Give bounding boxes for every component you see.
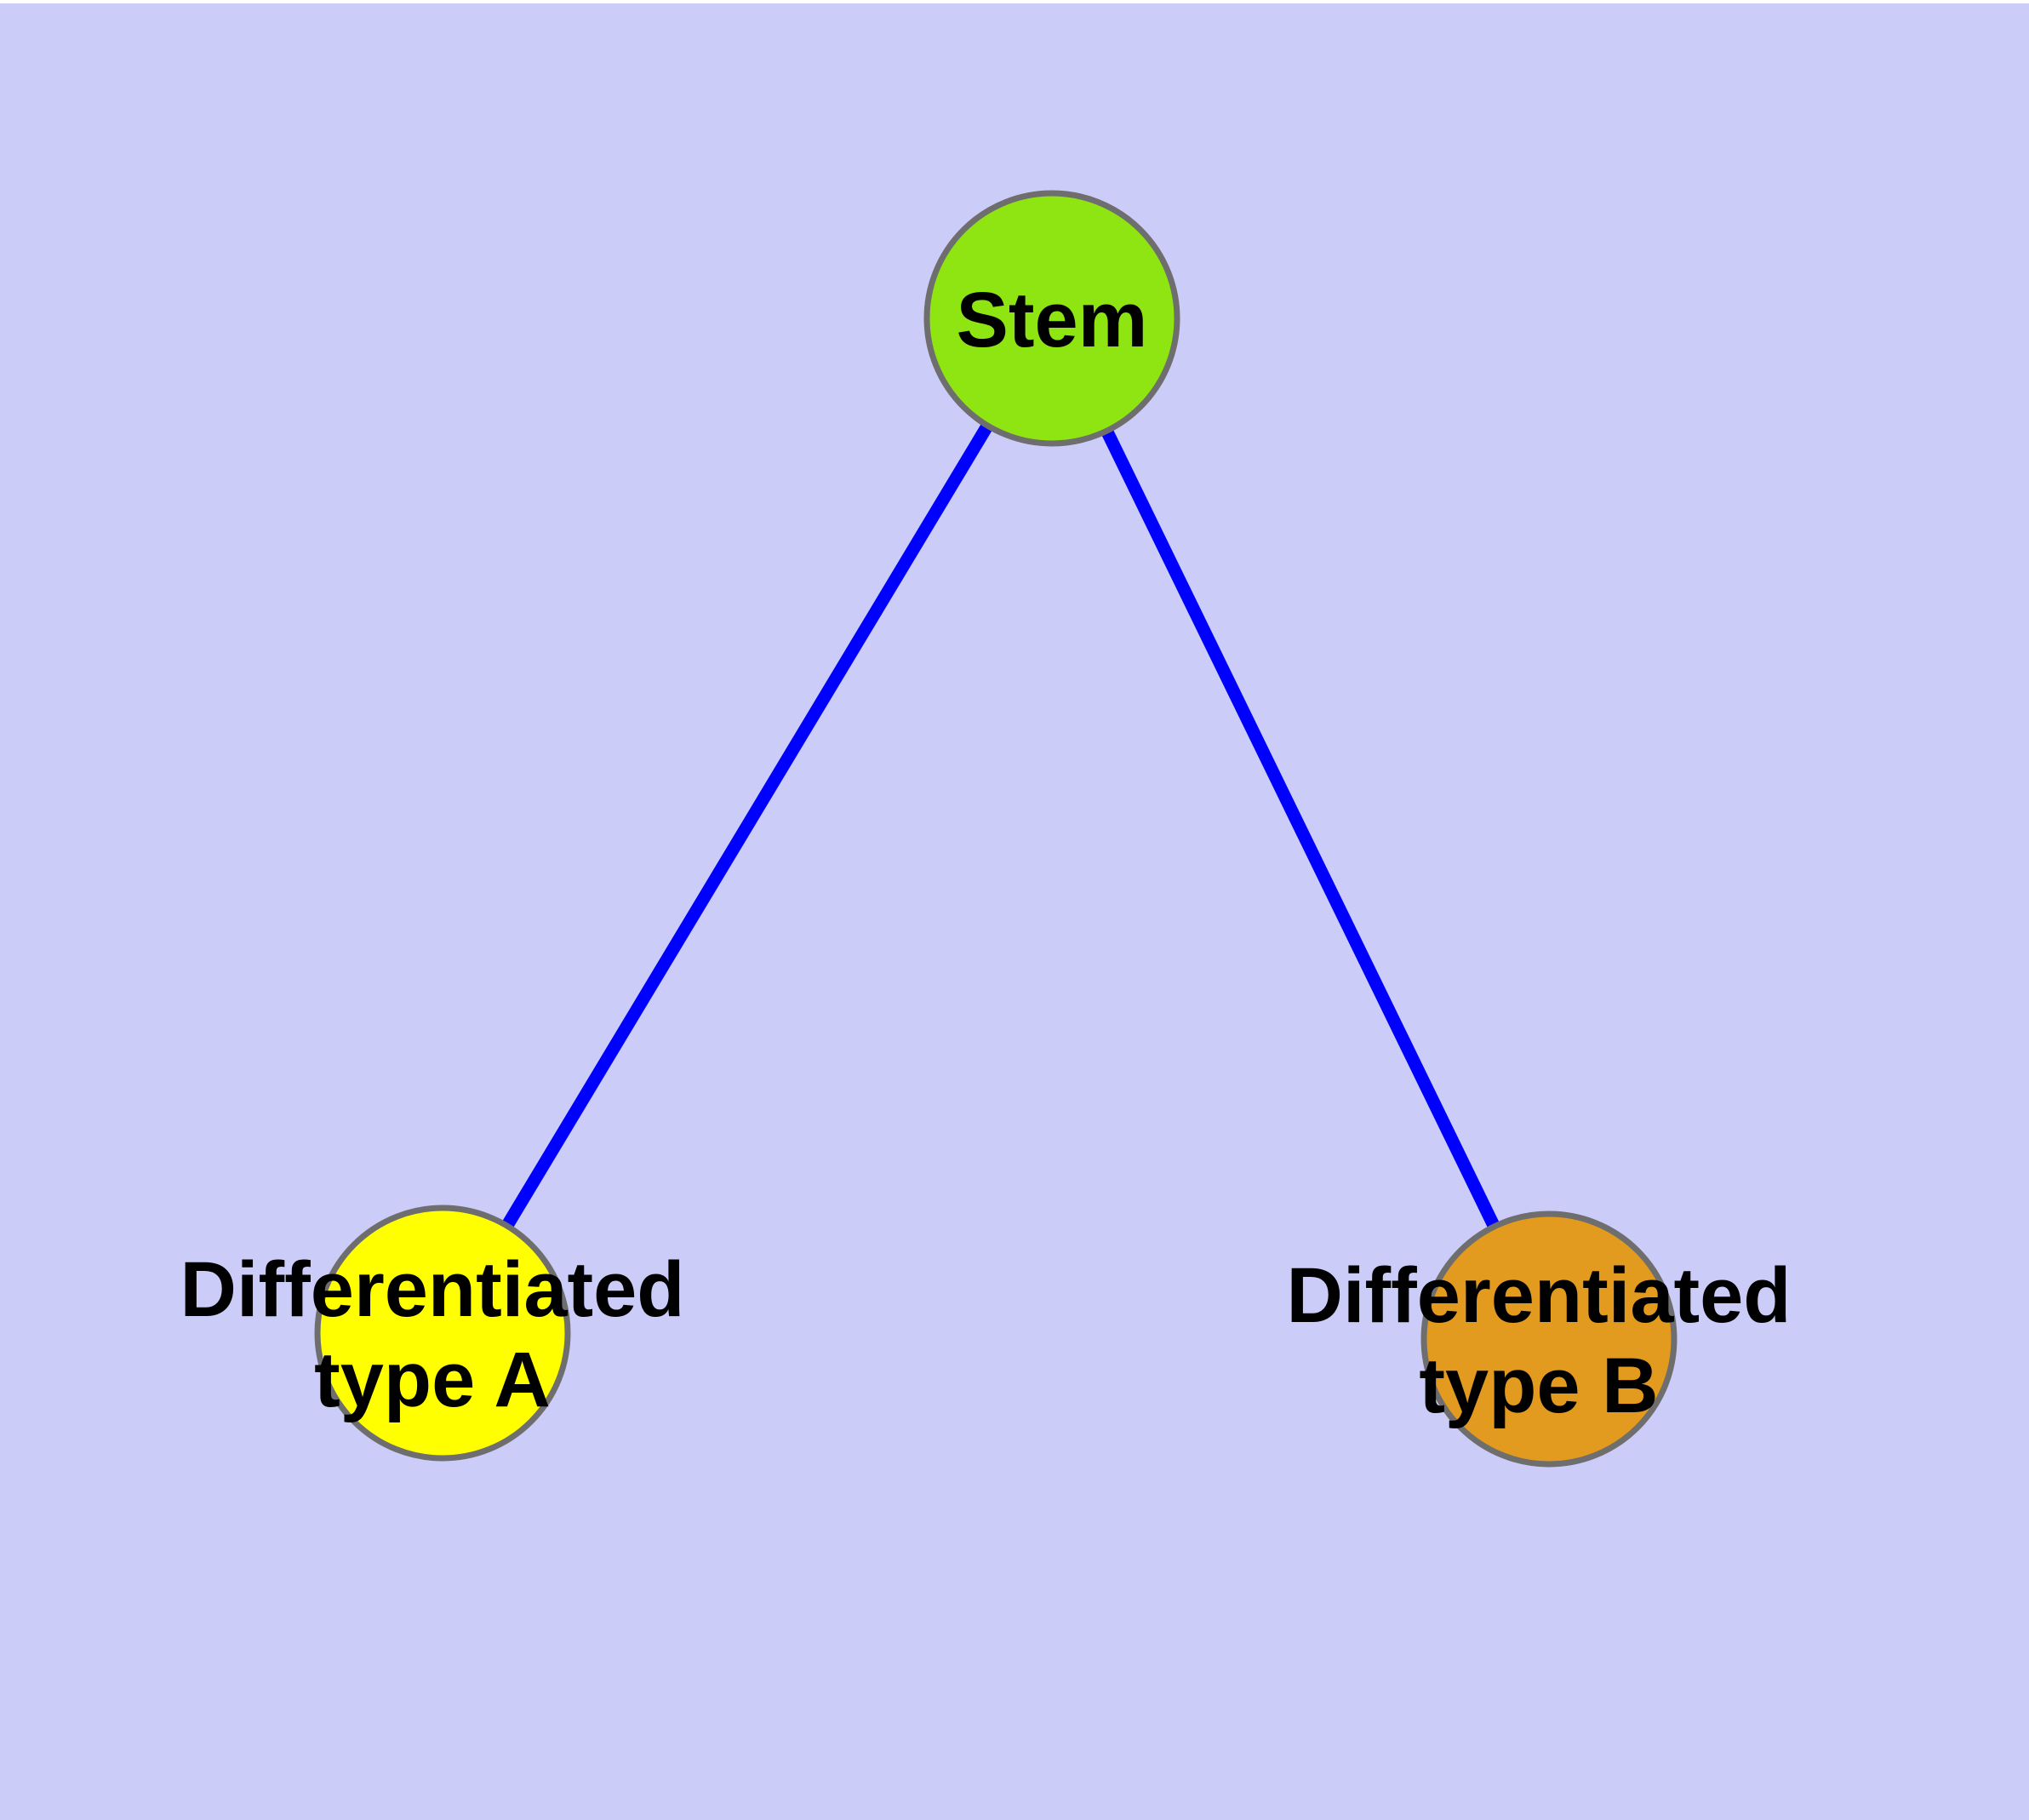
edge-stem-to-type-a [437,315,1058,1336]
edge-stem-to-type-b [1046,315,1555,1342]
node-stem-circle [923,190,1180,447]
node-type-b-circle [1420,1210,1677,1468]
node-type-a-circle [314,1205,571,1462]
